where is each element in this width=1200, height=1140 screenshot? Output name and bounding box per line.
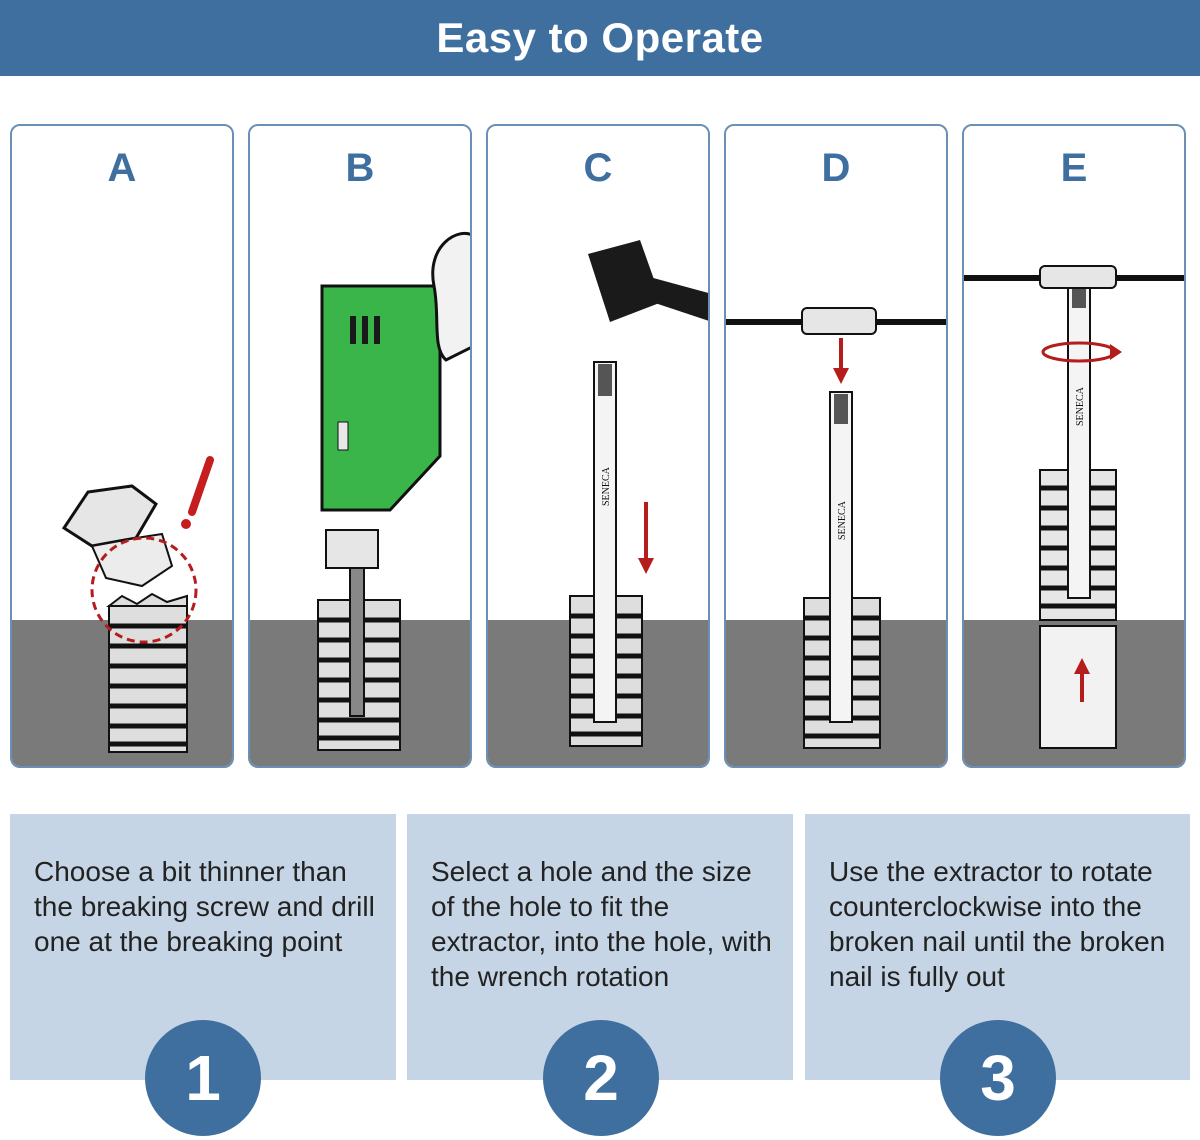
panel-b: B: [248, 124, 472, 768]
panel-letter: B: [345, 146, 375, 190]
wrench-center: [1039, 265, 1117, 289]
broken-screw-illustration: [12, 456, 232, 766]
step-text: Use the extractor to rotate counterclock…: [829, 856, 1166, 992]
extractor-brand: SENECA: [601, 466, 612, 506]
panel-letter: D: [821, 146, 851, 190]
header-banner: Easy to Operate: [0, 0, 1200, 76]
extractor: [1067, 275, 1091, 599]
step-number-2: 2: [543, 1020, 659, 1136]
panel-letter: A: [107, 146, 137, 190]
hammer-illustration: SENECA: [488, 240, 708, 766]
panel-a: A: [10, 124, 234, 768]
drill-chuck: [325, 529, 379, 569]
step-text: Choose a bit thinner than the breaking s…: [34, 856, 375, 957]
extractor-brand: SENECA: [837, 500, 848, 540]
break-point-circle: [90, 536, 198, 644]
page-title: Easy to Operate: [436, 14, 764, 61]
screw-lower: [1039, 625, 1117, 749]
drill-bit: [349, 565, 365, 717]
step-number-3: 3: [940, 1020, 1056, 1136]
extractor: [593, 361, 617, 723]
extraction-illustration: SENECA: [964, 265, 1184, 766]
panel-d: D SENECA: [724, 124, 948, 768]
drill-body: [320, 284, 442, 512]
exclamation-icon: [188, 456, 214, 516]
wrench-illustration: SENECA: [726, 307, 946, 766]
extractor-brand: SENECA: [1075, 386, 1086, 426]
hammer-handle: [646, 276, 708, 321]
panel-e: E SENECA: [962, 124, 1186, 768]
panel-letter: C: [583, 146, 613, 190]
drill-illustration: [250, 232, 470, 766]
panel-c: C SENECA: [486, 124, 710, 768]
wrench-center: [801, 307, 877, 335]
hammer-head: [588, 240, 662, 322]
extractor: [829, 391, 853, 723]
step-number-1: 1: [145, 1020, 261, 1136]
step-text: Select a hole and the size of the hole t…: [431, 856, 772, 992]
hand: [431, 232, 470, 362]
panel-letter: E: [1060, 146, 1088, 190]
